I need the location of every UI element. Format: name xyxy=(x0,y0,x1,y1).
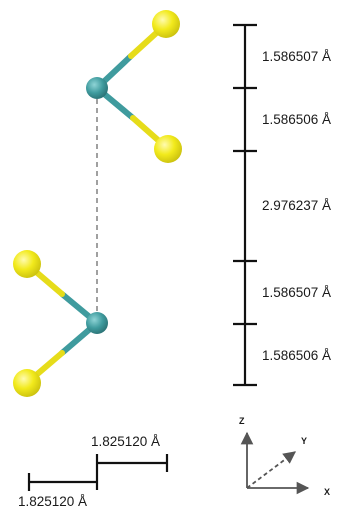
y-axis-label: Y xyxy=(301,436,307,446)
vertical-segment-label: 1.586506 Å xyxy=(262,348,331,363)
vertical-scale-labels: 1.586507 Å 1.586506 Å 2.976237 Å 1.58650… xyxy=(262,49,331,363)
chalcogen-atom-top-upper xyxy=(152,10,180,38)
z-axis-label: Z xyxy=(239,416,245,426)
horizontal-scale xyxy=(27,454,169,491)
y-axis-arrow xyxy=(246,451,297,489)
vertical-segment-label: 1.586507 Å xyxy=(262,285,331,300)
horizontal-scale-lower-label: 1.825120 Å xyxy=(18,494,87,509)
chalcogen-atom-bottom-lower xyxy=(13,369,41,397)
metal-atom-top xyxy=(86,77,108,99)
coordinate-axes: Z Y X xyxy=(239,416,330,497)
chalcogen-atom-top-lower xyxy=(154,135,182,163)
vertical-segment-label: 2.976237 Å xyxy=(262,198,331,213)
metal-atom-bottom xyxy=(86,312,108,334)
vertical-scale xyxy=(233,23,257,387)
molecular-structure xyxy=(13,10,182,397)
x-axis-label: X xyxy=(324,487,330,497)
vertical-segment-label: 1.586506 Å xyxy=(262,112,331,127)
chalcogen-atom-bottom-upper xyxy=(13,250,41,278)
horizontal-scale-upper-label: 1.825120 Å xyxy=(91,434,160,449)
vertical-segment-label: 1.586507 Å xyxy=(262,49,331,64)
